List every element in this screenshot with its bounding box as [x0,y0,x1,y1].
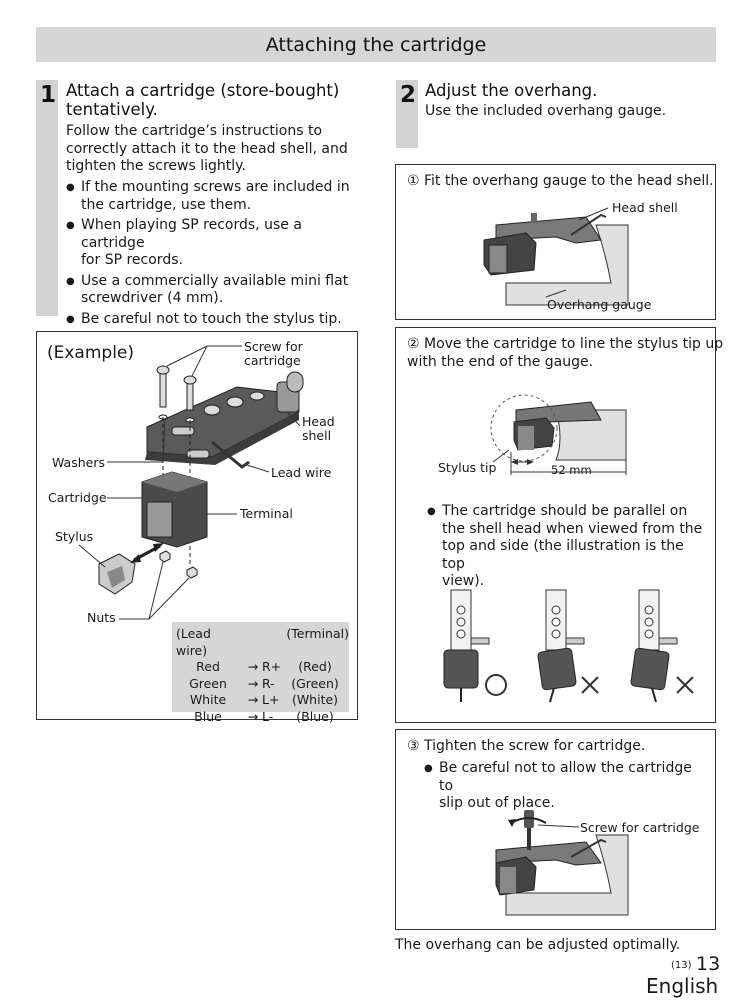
page-number: 13 [696,953,721,975]
cartridge-top-view-correct [443,589,490,702]
list-item: If the mounting screws are included inth… [66,179,366,214]
cartridge-assembly-illustration [78,345,304,620]
dimension-52mm: 52 mm [551,463,592,477]
wrong-x-icon-1 [581,676,599,694]
label-overhang-gauge: Overhang gauge [547,297,652,312]
label-lead-wire: Lead wire [271,465,332,480]
page-number-small: (13) [671,960,692,971]
page-title: Attaching the cartridge [265,33,487,56]
list-item: Be careful not to touch the stylus tip. [66,311,366,329]
step1-number: 1 [40,82,57,108]
correct-circle-icon [485,674,507,696]
cartridge-top-view-wrong-2 [630,589,678,703]
label-terminal: Terminal [240,506,293,521]
label-cartridge: Cartridge [48,490,107,505]
box2-caption: ② Move the cartridge to line the stylus … [407,336,724,370]
conclusion-text: The overhang can be adjusted optimally. [395,937,681,953]
step2-number: 2 [400,82,417,108]
table-header: (Lead wire) (Terminal) [176,626,349,658]
step2-sidebar [396,80,418,148]
box1-caption: ① Fit the overhang gauge to the head she… [407,173,714,189]
parallel-check-illustration [443,589,694,703]
list-item: When playing SP records, use a cartridge… [66,217,366,270]
table-row: White→ L+(White) [189,692,339,707]
step1-sidebar [36,80,58,316]
label-nuts: Nuts [87,610,116,625]
table-row: Blue→ L-(Blue) [194,708,334,724]
stylus-alignment-illustration [490,394,627,475]
language-label: English [646,974,719,998]
box3-bullet: Be careful not to allow the cartridge to… [424,760,709,816]
step2-title: Adjust the overhang. [425,81,598,100]
table-row: Green→ R-(Green) [189,675,339,691]
box3-caption: ③ Tighten the screw for cartridge. [407,738,646,754]
step2-subtitle: Use the included overhang gauge. [425,103,667,119]
table-row: Red→ R+(Red) [196,659,332,674]
label-stylus: Stylus [55,529,94,544]
tighten-screw-illustration [495,810,629,916]
example-heading: (Example) [47,343,135,363]
list-item: Use a commercially available mini flatsc… [66,273,366,308]
step1-bullets: If the mounting screws are included inth… [66,179,366,331]
cartridge-top-view-wrong-1 [537,589,585,703]
lead-wire-table: (Lead wire) (Terminal) Red→ R+(Red) Gree… [172,622,349,724]
label-screw-for-cartridge-b3: Screw for cartridge [580,820,700,835]
step1-intro: Follow the cartridge’s instructions to c… [66,123,348,174]
step1-title: Attach a cartridge (store-bought) tentat… [66,81,340,119]
page-title-bar: Attaching the cartridge [36,27,716,62]
gauge-fit-illustration [483,207,629,306]
label-washers: Washers [52,455,105,470]
label-head-shell-b1: Head shell [612,200,678,215]
label-stylus-tip: Stylus tip [438,460,497,475]
list-item: Be careful not to allow the cartridge to… [424,760,709,813]
wrong-x-icon-2 [676,676,694,694]
